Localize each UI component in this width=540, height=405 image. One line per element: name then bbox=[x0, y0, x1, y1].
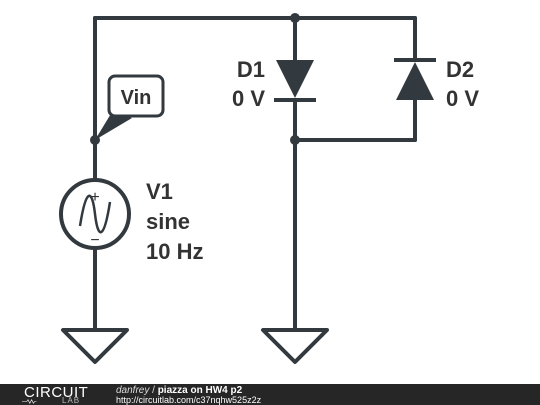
source-frequency: 10 Hz bbox=[146, 239, 203, 264]
footer-separator: / bbox=[149, 385, 158, 396]
net-label-text: Vin bbox=[121, 87, 152, 109]
circuitlab-logo-sub: LAB bbox=[62, 396, 81, 405]
diode-d1-voltage: 0 V bbox=[232, 86, 265, 111]
net-label-box bbox=[107, 74, 165, 118]
ground-left-icon bbox=[61, 328, 129, 364]
diode-d2-triangle bbox=[396, 62, 434, 100]
footer-author[interactable]: danfrey bbox=[116, 385, 150, 396]
diode-d1-name: D1 bbox=[237, 57, 265, 82]
circuitlab-logo[interactable]: CIRCUIT bbox=[24, 384, 89, 401]
net-label-pointer bbox=[95, 112, 132, 140]
source-type: sine bbox=[146, 209, 190, 234]
diode-d2-symbol[interactable] bbox=[394, 58, 436, 100]
footer-meta: danfrey / piazza on HW4 p2 bbox=[116, 385, 242, 396]
junction-dot-middle bbox=[290, 135, 300, 145]
junction-dot-top bbox=[290, 13, 300, 23]
logo-resistor-icon bbox=[22, 399, 37, 404]
footer-title[interactable]: piazza on HW4 p2 bbox=[157, 385, 243, 396]
net-label-vin[interactable]: Vin bbox=[95, 74, 165, 140]
footer-bar: CIRCUIT LAB danfrey / piazza on HW4 p2 h… bbox=[0, 384, 540, 405]
diode-d2-name: D2 bbox=[446, 57, 474, 82]
diode-d1-symbol[interactable] bbox=[274, 60, 316, 102]
footer-url[interactable]: http://circuitlab.com/c37nqhw525z2z bbox=[116, 395, 262, 405]
source-name: V1 bbox=[146, 179, 173, 204]
schematic-canvas: + − Vin D1 0 V D2 0 V V1 sine 10 Hz bbox=[59, 13, 479, 364]
diode-d2-voltage: 0 V bbox=[446, 86, 479, 111]
sine-wave-icon bbox=[78, 194, 112, 234]
source-minus-sign: − bbox=[90, 232, 99, 249]
ground-middle-icon bbox=[261, 328, 329, 364]
diode-d1-triangle bbox=[276, 60, 314, 98]
voltage-source-v1[interactable]: + − bbox=[59, 178, 131, 250]
source-plus-sign: + bbox=[90, 189, 99, 206]
